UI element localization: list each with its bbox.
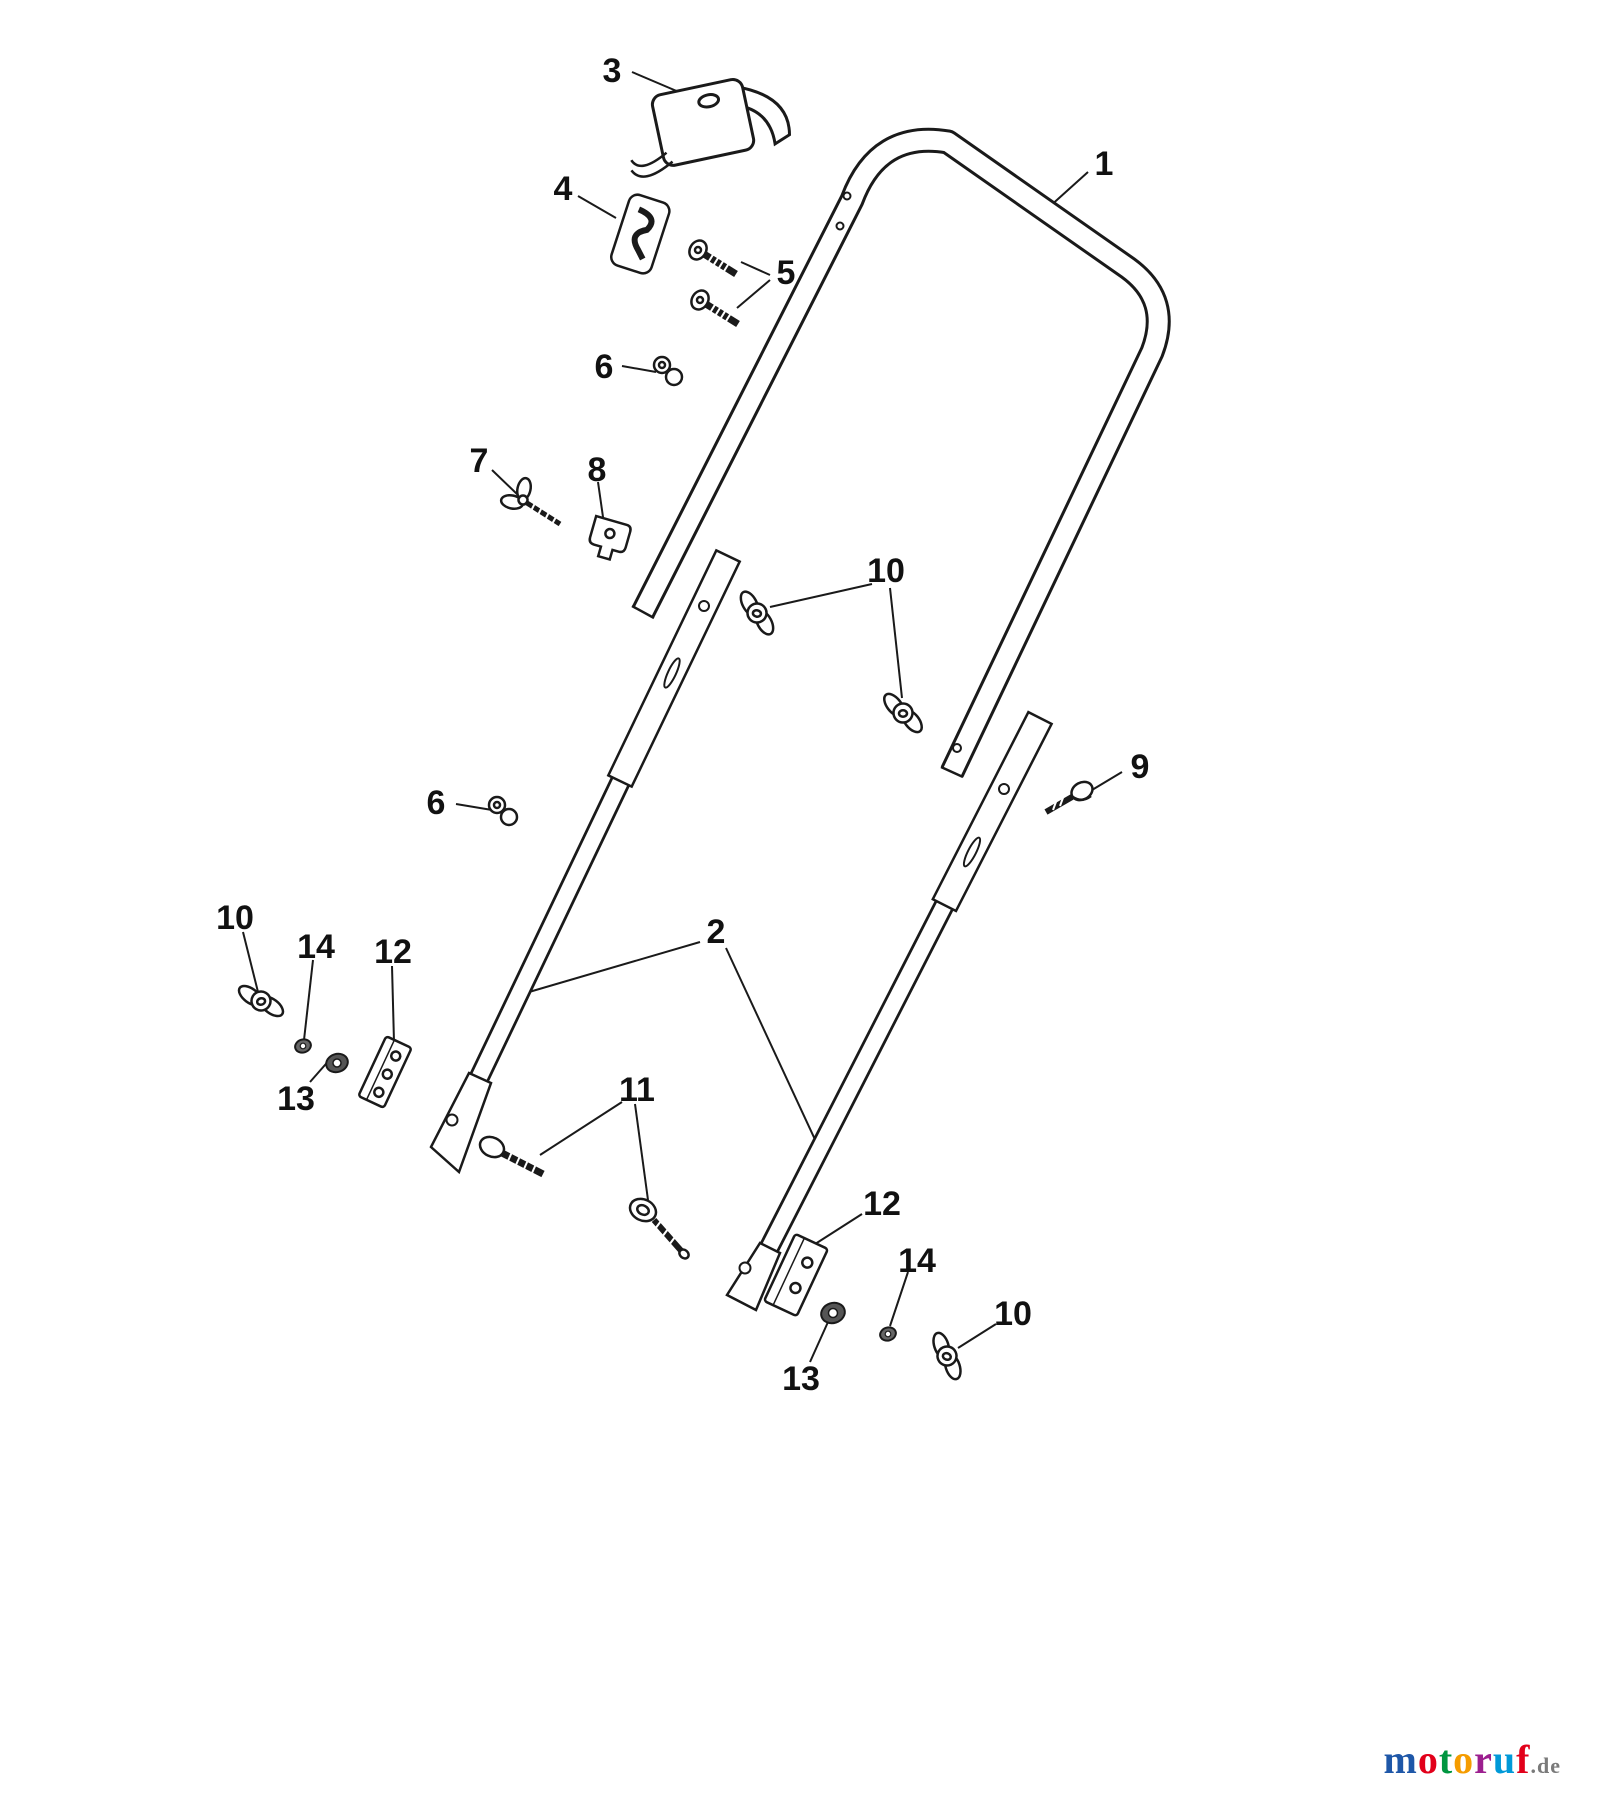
part-10-wing-knob-1 (729, 585, 785, 641)
callout-part12-right: 12 (863, 1185, 901, 1223)
logo-letter: t (1438, 1737, 1454, 1782)
logo-domain-suffix: .de (1530, 1753, 1561, 1778)
callout-part9: 9 (1131, 748, 1150, 786)
part-5-screw-2 (688, 287, 738, 324)
part-5-screws (686, 237, 738, 324)
callout-part7: 7 (470, 442, 489, 480)
part-6-cable-clip-lower (487, 795, 519, 827)
part-8-cable-clamp (588, 514, 632, 562)
part-2-lower-handle-left (429, 548, 742, 1175)
part-13-washer-left (325, 1052, 349, 1074)
leader-lines (242, 71, 1123, 1363)
part-7-wing-bolt (499, 476, 562, 527)
part-5-screw-1 (686, 237, 736, 274)
callout-part13-right: 13 (782, 1360, 820, 1398)
callout-part8: 8 (588, 451, 607, 489)
part-3-switch-housing (630, 77, 791, 178)
callout-part2: 2 (707, 913, 726, 951)
callout-part14-right: 14 (898, 1242, 936, 1280)
part-10-wing-knob-4 (916, 1325, 978, 1387)
part-14-washer-right (879, 1326, 897, 1342)
callout-part10-upper: 10 (867, 552, 905, 590)
callout-part1: 1 (1095, 145, 1114, 183)
logo-letter: u (1492, 1737, 1517, 1782)
callout-part3: 3 (603, 52, 622, 90)
part-6-cable-clip-upper (652, 355, 684, 387)
part-1-upper-handle (631, 127, 1171, 779)
part-14-washer-left (294, 1038, 312, 1054)
logo-letter: m (1383, 1737, 1418, 1782)
part-9-screw (1044, 780, 1094, 815)
part-12-bracket-right (763, 1233, 829, 1317)
callout-part10-left: 10 (216, 899, 254, 937)
part-13-washer-right (820, 1301, 846, 1325)
callout-part6-lower: 6 (427, 784, 446, 822)
logo-letter: o (1417, 1737, 1439, 1782)
part-4-cable-guide (609, 193, 671, 275)
callout-part10-bottom: 10 (994, 1295, 1032, 1333)
part-12-bracket-left (358, 1035, 412, 1109)
part-2-lower-handle-right (725, 710, 1054, 1312)
callout-part6-upper: 6 (595, 348, 614, 386)
part-10-wing-knob-3 (232, 972, 290, 1030)
site-logo: motoruf.de (1384, 1740, 1562, 1780)
callout-labels: 3 4 5 6 1 7 8 10 9 6 10 14 12 2 13 11 12… (216, 52, 1149, 1398)
callout-part11: 11 (619, 1071, 655, 1109)
callout-part5: 5 (777, 254, 796, 292)
part-11-bolt-set (478, 1135, 690, 1260)
part-10-wing-knob-2 (879, 689, 927, 737)
callout-part12-left: 12 (374, 933, 412, 971)
callout-part13-left: 13 (277, 1080, 315, 1118)
logo-letter: o (1453, 1737, 1475, 1782)
callout-part4: 4 (554, 170, 573, 208)
logo-letter: r (1474, 1737, 1493, 1782)
callout-part14-left: 14 (297, 928, 335, 966)
logo-letter: f (1516, 1737, 1531, 1782)
